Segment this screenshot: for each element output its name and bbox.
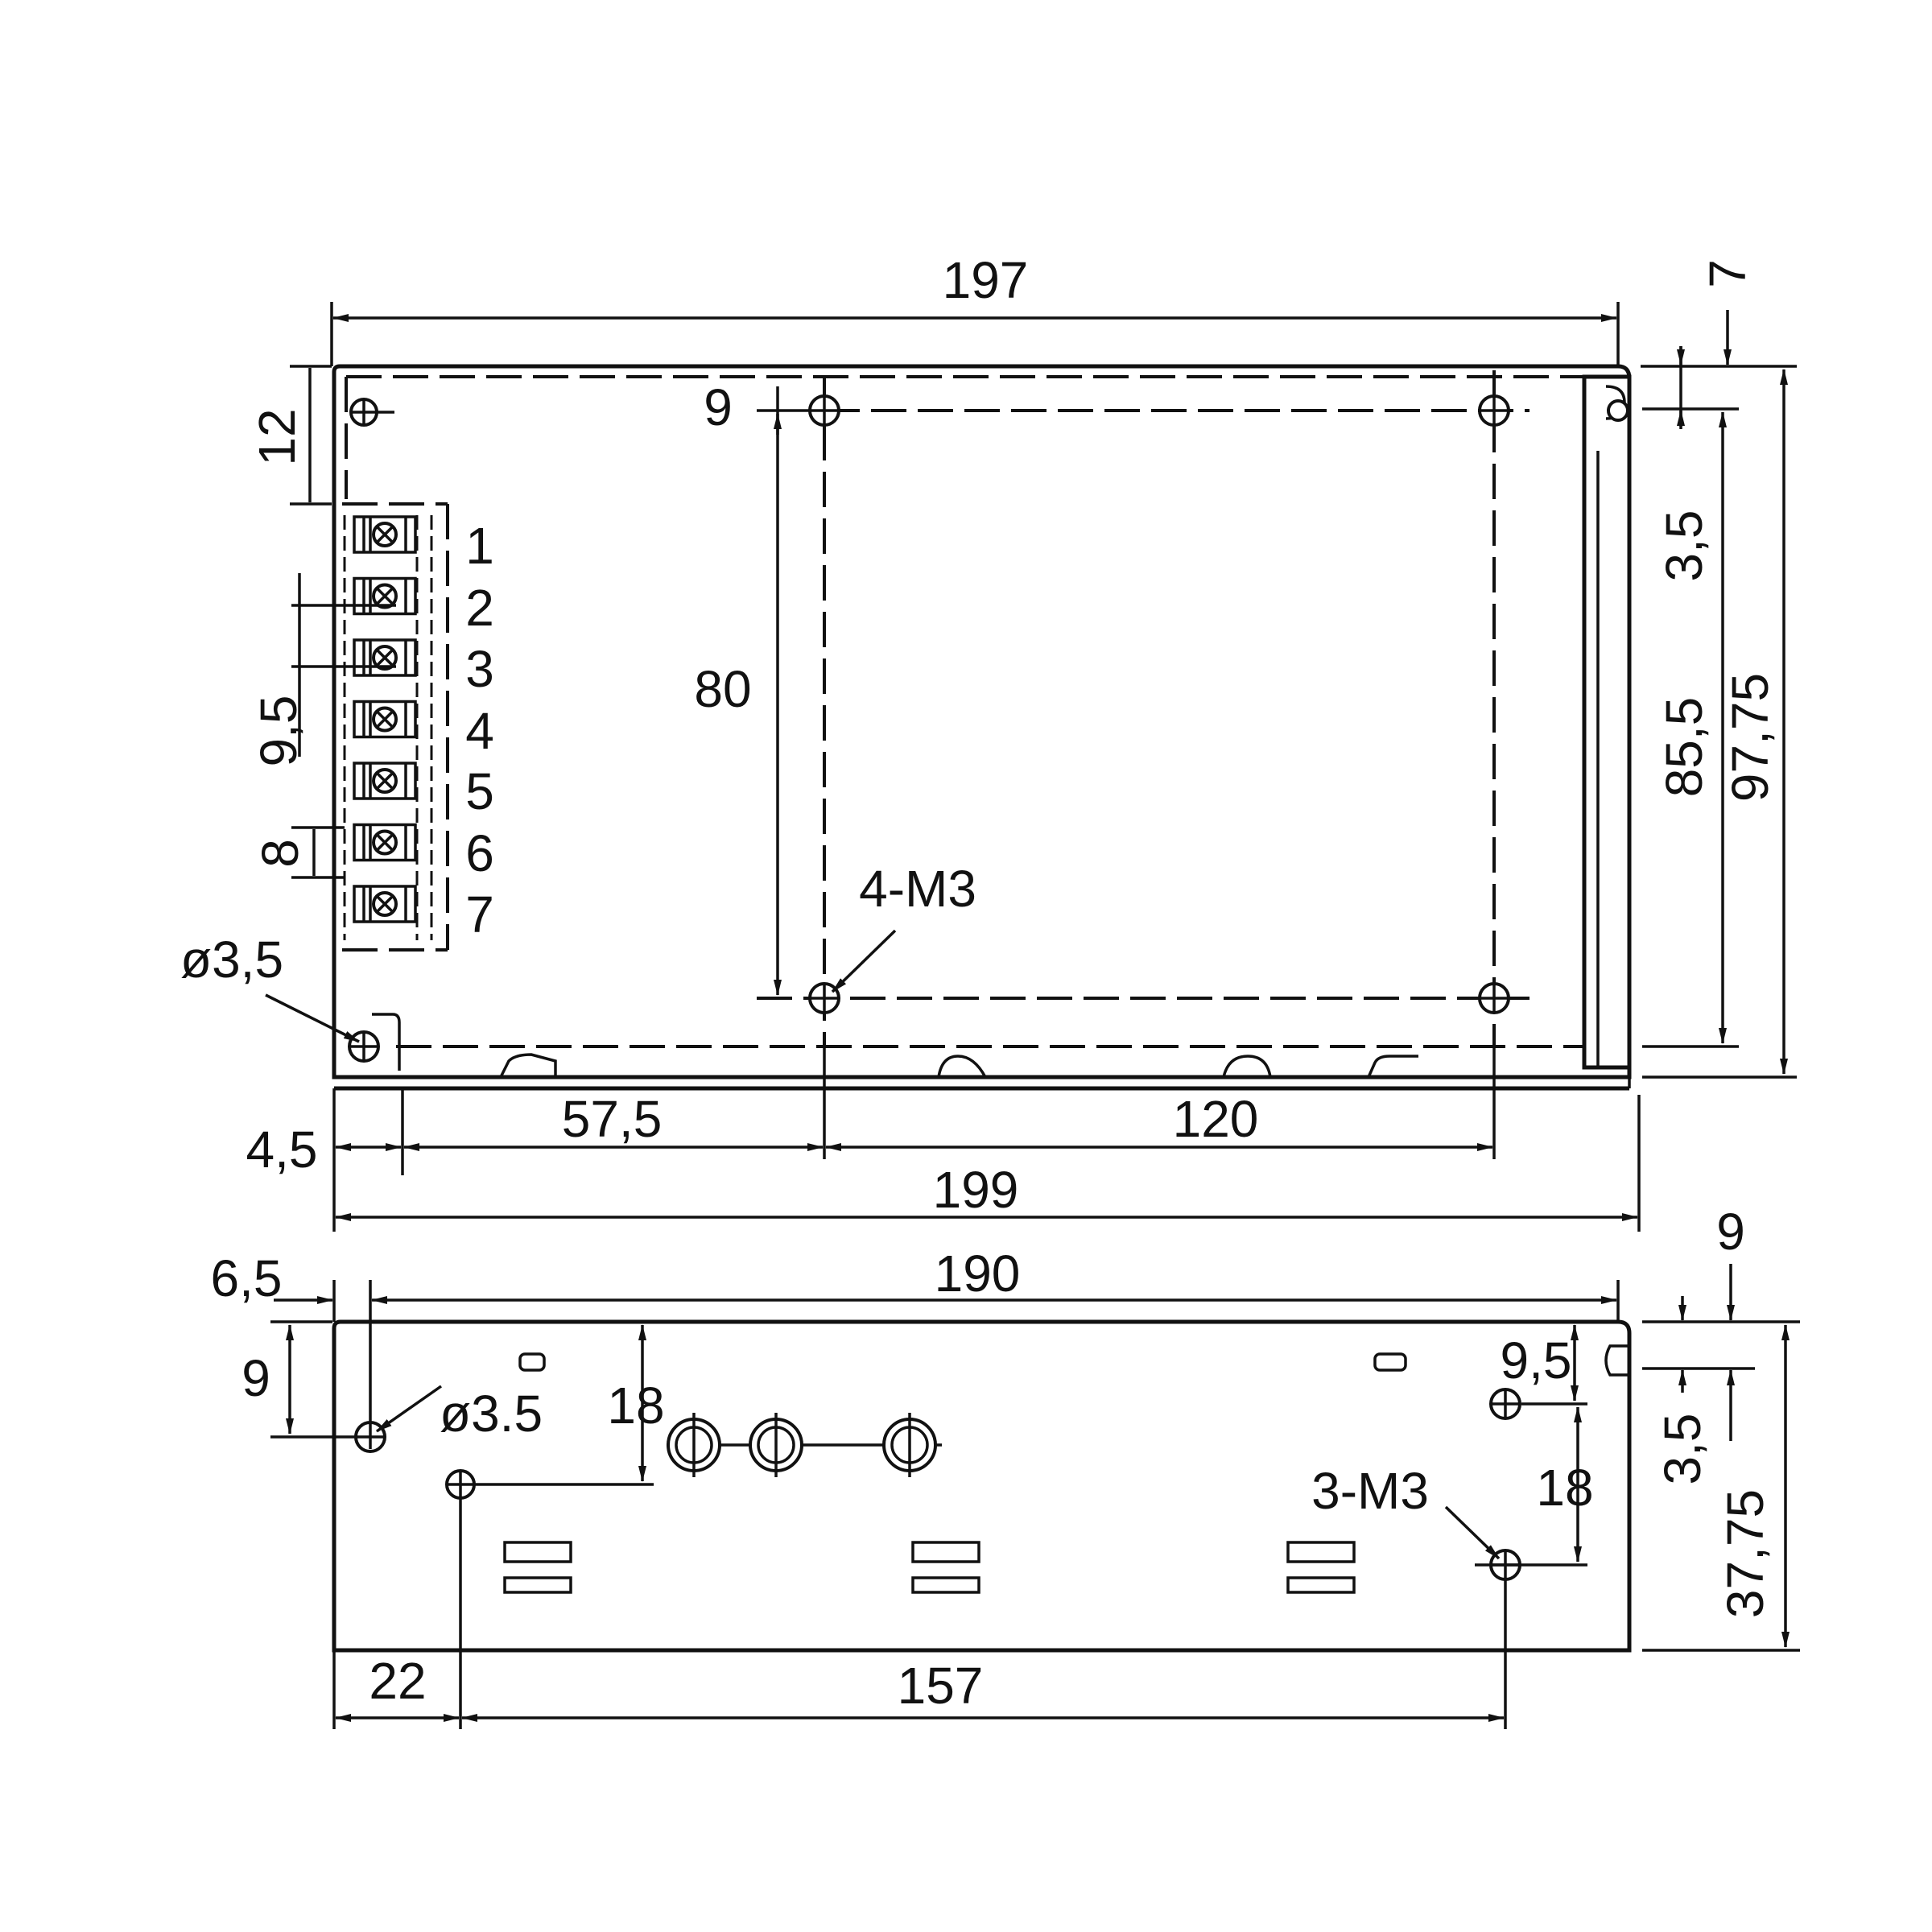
clip-2 — [937, 1055, 987, 1078]
screw-hole-2 — [1478, 394, 1510, 427]
side-dim-18-left: 18 — [607, 1377, 664, 1435]
side-dim-22: 22 — [369, 1652, 426, 1710]
dim-12: 12 — [248, 408, 306, 465]
side-dim-190: 190 — [935, 1245, 1021, 1302]
terminal-label: 1 — [465, 517, 494, 575]
terminal-screw — [353, 762, 417, 800]
terminal-label: 7 — [465, 886, 494, 943]
dim-3-5-top: 3,5 — [1655, 510, 1713, 582]
connector-2 — [749, 1413, 803, 1477]
dim-9-top: 9 — [704, 378, 733, 436]
terminal-screw — [353, 885, 417, 923]
connector-3 — [882, 1413, 937, 1477]
side-screw-hole-top — [1489, 1388, 1521, 1420]
side-dim-3-5: 3,5 — [1653, 1414, 1711, 1485]
clip-1 — [499, 1053, 557, 1078]
mounting-hole-bottom-left — [348, 1030, 380, 1063]
terminal-screw — [353, 638, 417, 677]
side-dim-9-5: 9,5 — [1501, 1331, 1572, 1389]
screw-label-4-m3: 4-M3 — [859, 860, 976, 918]
terminal-label: 3 — [465, 640, 494, 698]
side-dim-9-right: 9 — [1716, 1203, 1745, 1261]
clip-4 — [1367, 1055, 1418, 1078]
side-dim-37-75: 37,75 — [1716, 1489, 1774, 1618]
terminal-screw — [353, 515, 417, 554]
screw-hole-3 — [808, 982, 840, 1014]
side-dim-6-5: 6,5 — [211, 1249, 283, 1307]
terminal-label: 6 — [465, 824, 494, 882]
terminal-label: 4 — [465, 702, 494, 760]
terminal-block — [342, 502, 449, 952]
dim-120: 120 — [1173, 1090, 1259, 1148]
terminal-screw — [353, 700, 417, 739]
dim-8: 8 — [251, 839, 309, 868]
side-hole-2 — [445, 1469, 476, 1500]
terminal-screw — [353, 576, 417, 616]
terminal-label: 2 — [465, 579, 494, 637]
dim-97-75: 97,75 — [1721, 673, 1779, 802]
side-hole-label: ø3.5 — [440, 1385, 543, 1443]
top-view: 1 2 3 4 5 6 7 197 7 12 9 80 4-M3 9,5 — [180, 251, 1797, 1232]
dim-4-5: 4,5 — [246, 1121, 318, 1179]
dim-85-5: 85,5 — [1655, 697, 1713, 798]
connector-1 — [667, 1413, 721, 1477]
side-dim-9-left: 9 — [242, 1349, 270, 1407]
dim-57-5: 57,5 — [562, 1090, 663, 1148]
dim-7: 7 — [1699, 259, 1757, 288]
terminal-screw — [353, 823, 417, 862]
dim-80: 80 — [694, 660, 751, 718]
right-bracket — [1582, 374, 1632, 1070]
terminal-label: 5 — [465, 762, 494, 820]
side-screw-label-3-m3: 3-M3 — [1311, 1462, 1429, 1520]
dim-197: 197 — [943, 251, 1029, 309]
hole-label-top: ø3,5 — [180, 931, 283, 989]
screw-hole-4 — [1478, 982, 1510, 1014]
screw-hole-1 — [808, 394, 840, 427]
top-case-outline — [332, 364, 1632, 1080]
mounting-hole-top-left — [349, 398, 394, 427]
clip-3 — [1222, 1055, 1272, 1078]
side-dim-18-right: 18 — [1536, 1459, 1593, 1517]
side-dim-157: 157 — [898, 1657, 984, 1715]
dim-199: 199 — [933, 1161, 1019, 1219]
side-view: 6,5 190 9 9 ø3.5 18 9,5 18 3-M3 — [211, 1203, 1800, 1729]
dim-9-5: 9,5 — [250, 696, 308, 767]
